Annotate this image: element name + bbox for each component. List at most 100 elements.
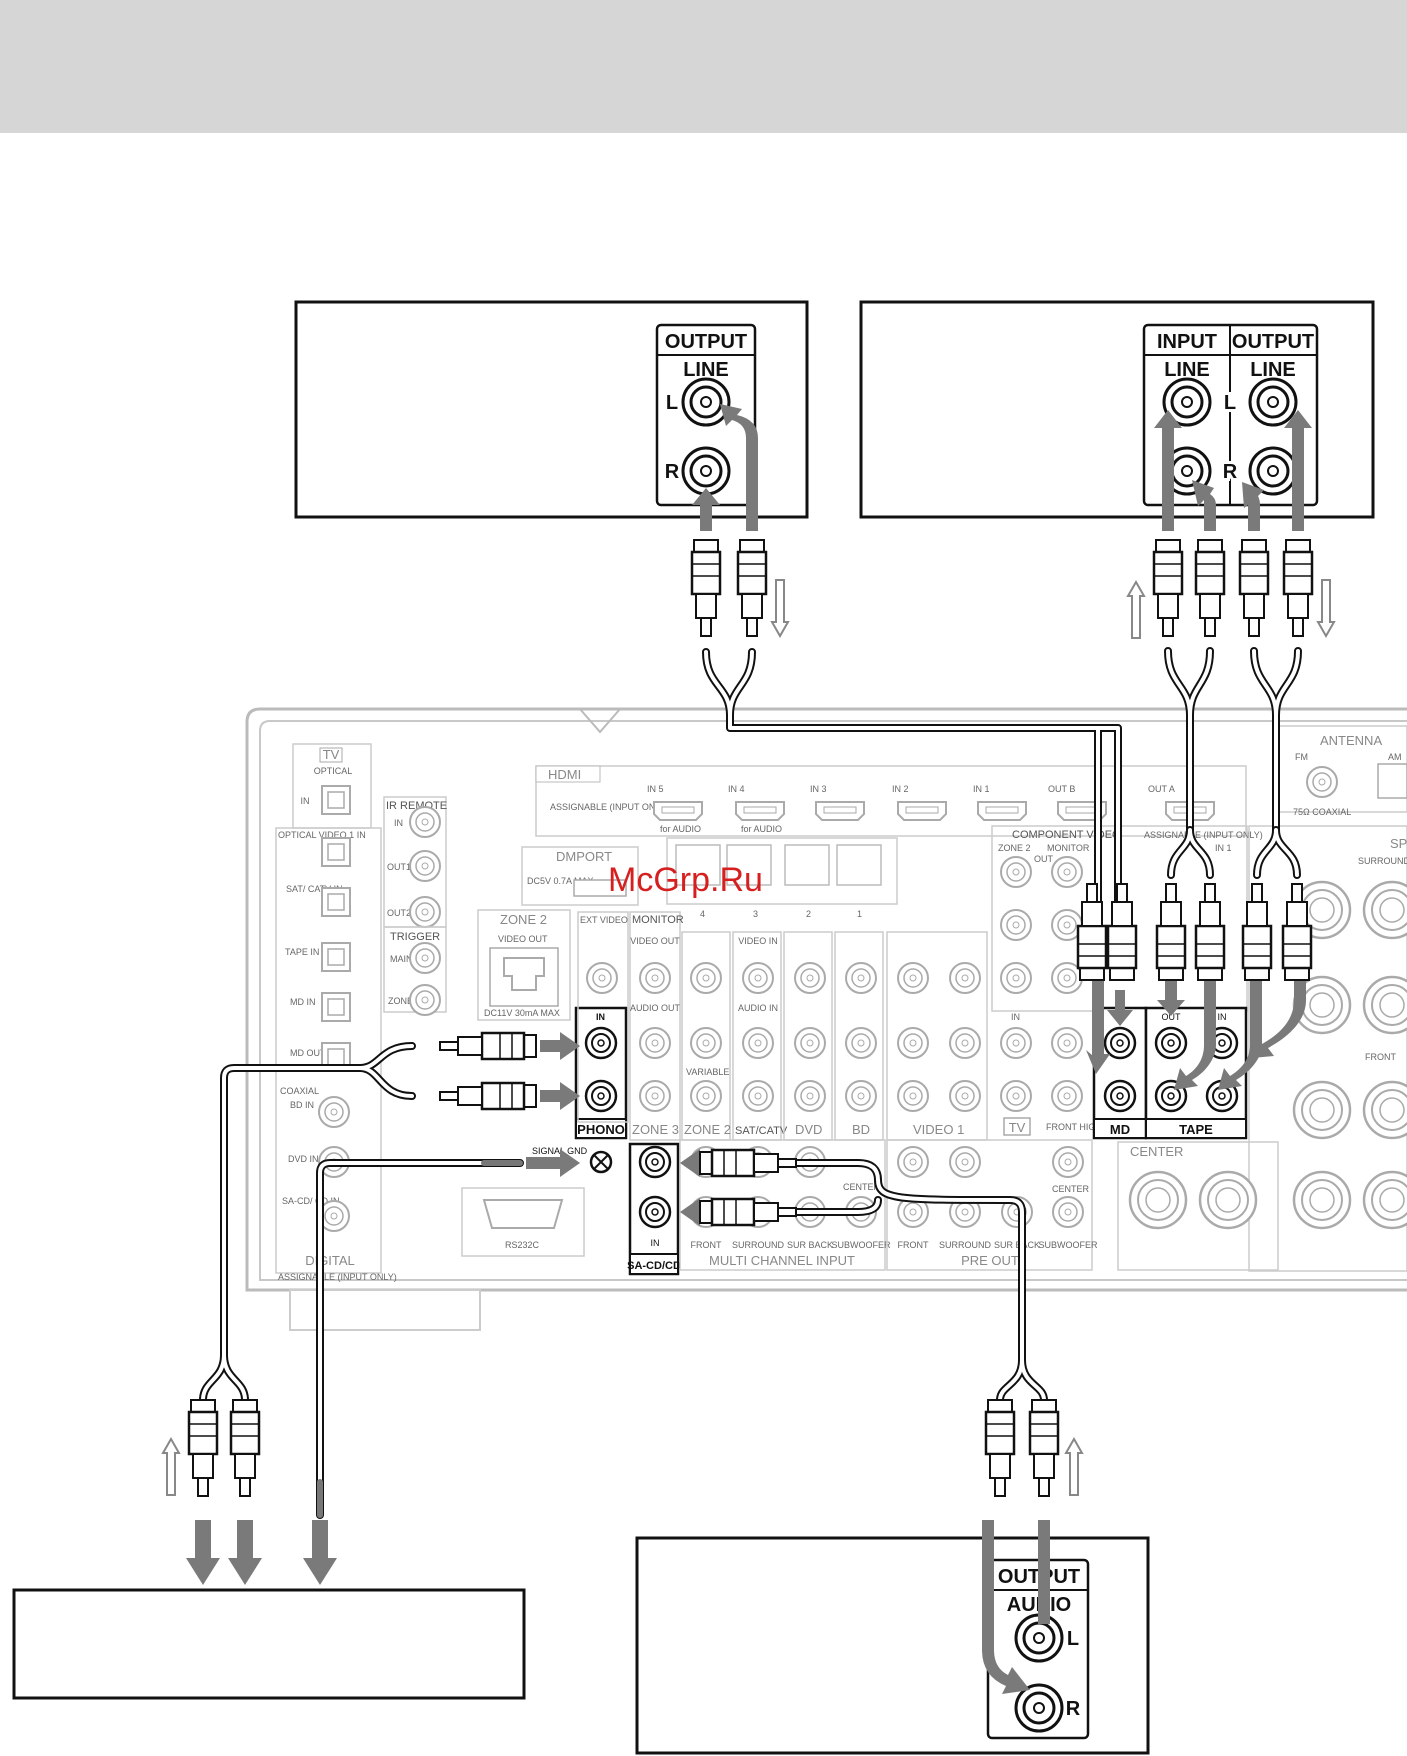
- hdmi-in3-port[interactable]: [815, 801, 865, 821]
- comp-zone2-pr-jack[interactable]: [1000, 962, 1032, 994]
- sat-catv-label: SAT/ CATV IN: [286, 884, 343, 894]
- fm-antenna-jack[interactable]: [1306, 766, 1338, 798]
- optical-video1-port[interactable]: [321, 837, 351, 867]
- tr-input-label: INPUT: [1157, 331, 1217, 353]
- hdmi-in1-port[interactable]: [977, 801, 1027, 821]
- speakers-surround-label: SURROUND: [1358, 856, 1407, 866]
- optical-sat-port[interactable]: [321, 887, 351, 917]
- phono-l-jack[interactable]: [584, 1026, 618, 1060]
- front-high-l-jack[interactable]: [1051, 1027, 1083, 1059]
- sacd-l-jack[interactable]: [638, 1145, 672, 1179]
- video1-out-video-jack[interactable]: [897, 962, 929, 994]
- sacd-port-in-label: IN: [651, 1238, 660, 1248]
- rs232c-label: RS232C: [505, 1240, 540, 1250]
- zone3-r-jack[interactable]: [639, 1080, 671, 1112]
- dvd-video-jack[interactable]: [794, 962, 826, 994]
- hdmi-in1-label: IN 1: [973, 784, 990, 794]
- front-high-r-jack[interactable]: [1051, 1080, 1083, 1112]
- tl-line-r-jack[interactable]: [681, 446, 731, 496]
- md-in-l-jack[interactable]: [1103, 1026, 1137, 1060]
- comp-monitor-y-jack[interactable]: [1051, 856, 1083, 888]
- rs232c-port[interactable]: [482, 1199, 564, 1229]
- tr-l-label: L: [1224, 392, 1236, 414]
- ir-in-jack[interactable]: [409, 806, 441, 838]
- preout-front-l-jack[interactable]: [897, 1146, 929, 1178]
- sat-r-jack[interactable]: [742, 1080, 774, 1112]
- ext-video-jack[interactable]: [586, 962, 618, 994]
- tr-output-l-jack[interactable]: [1248, 377, 1298, 427]
- md-in-r-jack[interactable]: [1103, 1079, 1137, 1113]
- monitor-video-jack[interactable]: [639, 962, 671, 994]
- spk-front-plus[interactable]: [1292, 1080, 1352, 1140]
- spk-center-plus[interactable]: [1198, 1170, 1258, 1230]
- ir-out1-jack[interactable]: [409, 850, 441, 882]
- hdmi-for-audio-2: for AUDIO: [741, 824, 782, 834]
- bd-col-label: BD: [852, 1122, 870, 1137]
- coax-bd-port[interactable]: [318, 1096, 350, 1128]
- preout-subwoofer-jack[interactable]: [1052, 1196, 1084, 1228]
- zone3-l-jack[interactable]: [639, 1027, 671, 1059]
- ir-out2-jack[interactable]: [409, 896, 441, 928]
- video1-in-r-jack[interactable]: [949, 1080, 981, 1112]
- tl-output-label: OUTPUT: [665, 331, 747, 353]
- device-signal-arrows: [692, 404, 1312, 1694]
- phono-label: PHONO: [577, 1122, 625, 1137]
- video1-out-r-jack[interactable]: [897, 1080, 929, 1112]
- spk-frontb-plus[interactable]: [1292, 1170, 1352, 1230]
- hdmi-in2-port[interactable]: [897, 801, 947, 821]
- hdmi-label: HDMI: [548, 767, 581, 782]
- video-in-label: VIDEO IN: [738, 936, 778, 946]
- preout-surround-l-jack[interactable]: [949, 1146, 981, 1178]
- sacd-r-jack[interactable]: [638, 1195, 672, 1229]
- device-top-right: INPUT OUTPUT LINE LINE L R: [859, 300, 1375, 519]
- phono-in-label: IN: [596, 1012, 605, 1022]
- sat-l-jack[interactable]: [742, 1027, 774, 1059]
- optical-tape-port[interactable]: [321, 942, 351, 972]
- mci-surback-label: SUR BACK: [787, 1240, 833, 1250]
- spk-center-minus[interactable]: [1128, 1170, 1188, 1230]
- bd-video-jack[interactable]: [845, 962, 877, 994]
- hdmi-in4-label: IN 4: [728, 784, 745, 794]
- spk-surback-minus[interactable]: [1362, 975, 1407, 1035]
- dvd-l-jack[interactable]: [794, 1027, 826, 1059]
- trigger-zone2-jack[interactable]: [409, 984, 441, 1016]
- phono-r-jack[interactable]: [584, 1079, 618, 1113]
- trigger-main-jack[interactable]: [409, 942, 441, 974]
- dvd-r-jack[interactable]: [794, 1080, 826, 1112]
- spk-frontb-minus[interactable]: [1362, 1170, 1407, 1230]
- zone2b-l-jack[interactable]: [690, 1027, 722, 1059]
- tr-line-out-label: LINE: [1250, 359, 1296, 381]
- optical-tv-in-port[interactable]: [321, 785, 351, 815]
- tl-line-l-jack[interactable]: [681, 377, 731, 427]
- preout-center-jack[interactable]: [1052, 1146, 1084, 1178]
- tv-audio-l-jack[interactable]: [1000, 1027, 1032, 1059]
- hdmi-in5-port[interactable]: [653, 801, 703, 821]
- comp-zone2-y-jack[interactable]: [1000, 856, 1032, 888]
- audio-out-label: AUDIO OUT: [630, 1003, 681, 1013]
- optical-in-label: IN: [301, 796, 310, 806]
- video1-out-l-jack[interactable]: [897, 1027, 929, 1059]
- hdmi-in4-port[interactable]: [735, 801, 785, 821]
- hdmi-in5-label: IN 5: [647, 784, 664, 794]
- ir-in-label: IN: [394, 818, 403, 828]
- zone2b-video-jack[interactable]: [690, 962, 722, 994]
- monitor-label: MONITOR: [632, 914, 684, 926]
- spk-front-minus[interactable]: [1362, 1080, 1407, 1140]
- tv-audio-r-jack[interactable]: [1000, 1080, 1032, 1112]
- video1-in-l-jack[interactable]: [949, 1027, 981, 1059]
- optical-md-in-port[interactable]: [321, 992, 351, 1022]
- sat-video-jack[interactable]: [742, 962, 774, 994]
- tr-r-label: R: [1223, 461, 1238, 483]
- video1-in-video-jack[interactable]: [949, 962, 981, 994]
- signal-gnd-label: SIGNAL GND: [532, 1146, 588, 1156]
- br-audio-r-jack[interactable]: [1014, 1683, 1064, 1733]
- comp-assignable-label: ASSIGNABLE (INPUT ONLY): [1144, 830, 1263, 840]
- tape-out-l-jack[interactable]: [1154, 1026, 1188, 1060]
- tr-output-r-jack[interactable]: [1248, 446, 1298, 496]
- zone2b-r-jack[interactable]: [690, 1080, 722, 1112]
- optical-video1-label: OPTICAL VIDEO 1 IN: [278, 830, 366, 840]
- spk-surround-minus[interactable]: [1362, 880, 1407, 940]
- comp-zone2-pb-jack[interactable]: [1000, 909, 1032, 941]
- bd-l-jack[interactable]: [845, 1027, 877, 1059]
- bd-r-jack[interactable]: [845, 1080, 877, 1112]
